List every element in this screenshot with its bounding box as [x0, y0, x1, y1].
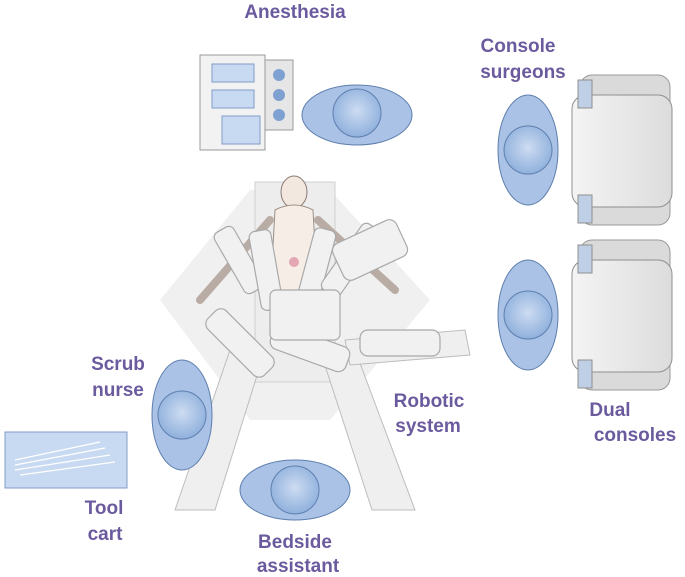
label-scrub-nurse-line1: Scrub	[91, 354, 145, 375]
console-1	[571, 74, 673, 226]
bedside-assistant	[239, 459, 351, 521]
patient	[196, 175, 399, 304]
tool-cart	[4, 431, 128, 489]
label-dual-consoles-line2: consoles	[594, 425, 676, 446]
label-bedside-assistant-line2: assistant	[257, 556, 340, 577]
label-console-surgeons-line2: surgeons	[480, 62, 566, 83]
label-robotic-system-line1: Robotic	[394, 391, 465, 412]
robotic-arms	[205, 219, 441, 378]
scrub-nurse	[151, 359, 213, 471]
anesthesiologist	[301, 84, 413, 146]
label-anesthesia: Anesthesia	[244, 2, 346, 23]
console-surgeon-2	[497, 259, 559, 371]
console-2	[571, 239, 673, 391]
console-surgeon-1	[497, 94, 559, 206]
label-scrub-nurse-line2: nurse	[92, 380, 144, 401]
label-bedside-assistant-line1: Bedside	[258, 532, 332, 553]
label-robotic-system-line2: system	[395, 416, 461, 437]
label-tool-cart-line2: cart	[88, 524, 124, 545]
label-console-surgeons-line1: Console	[481, 36, 556, 57]
anesthesia-machine	[199, 54, 294, 151]
label-dual-consoles-line1: Dual	[589, 400, 630, 421]
label-tool-cart-line1: Tool	[85, 498, 124, 519]
